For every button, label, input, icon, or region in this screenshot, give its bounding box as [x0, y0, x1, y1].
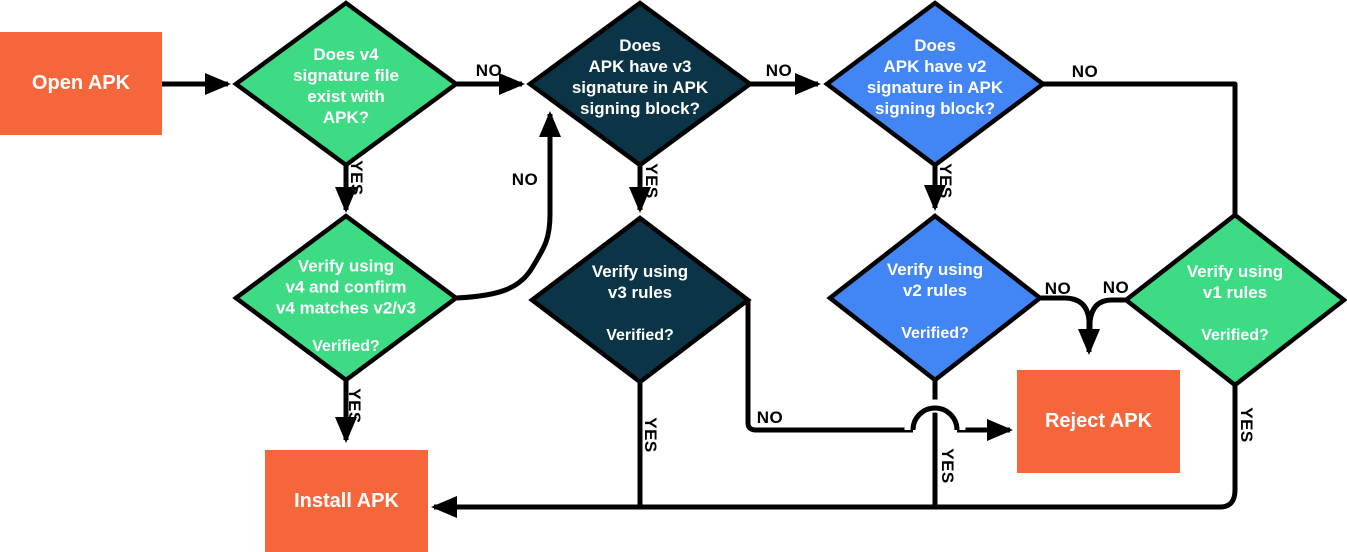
label-yes-v3verify: YES [641, 417, 660, 453]
open-apk-node: Open APK [0, 32, 162, 135]
edge-v3verify-no-a [745, 300, 913, 433]
diamond-v3-verify [528, 215, 752, 385]
edge-bottom-to-install [431, 385, 1238, 518]
label-yes-v4verify: YES [345, 388, 364, 424]
reject-apk-node: Reject APK [1017, 370, 1180, 473]
edge-v1verify-no [1087, 297, 1126, 335]
label-no-v3verify: NO [756, 408, 784, 427]
reject-apk-label: Reject APK [1044, 410, 1153, 432]
label-yes-v4exists: YES [347, 160, 366, 196]
edge-v2verify-no [1040, 295, 1100, 355]
diamond-v2-signature [823, 0, 1047, 168]
label-yes-v2sig: YES [936, 163, 955, 199]
diamond-group [232, 0, 1347, 388]
label-no-v1verify: NO [1102, 278, 1130, 297]
label-no-v2sig: NO [1071, 62, 1099, 81]
diamond-v2-verify [826, 213, 1044, 383]
install-apk-node: Install APK [265, 450, 428, 552]
diamond-v4-verify [232, 213, 460, 383]
open-apk-label: Open APK [31, 72, 131, 94]
label-yes-v1verify: YES [1237, 407, 1256, 443]
diamond-v1-verify [1122, 212, 1347, 388]
label-no-v2verify: NO [1044, 279, 1072, 298]
install-apk-label: Install APK [294, 489, 399, 512]
line-hop [910, 405, 960, 431]
label-no-v3sig: NO [765, 61, 793, 80]
edge-v2sig-no [1043, 81, 1238, 214]
label-yes-v3sig: YES [642, 163, 661, 199]
diamond-v3-signature [526, 0, 754, 168]
label-yes-v2verify: YES [938, 448, 957, 484]
diamond-v4-exists [232, 0, 460, 168]
label-no-v4verify: NO [511, 170, 539, 189]
edge-v4verify-no [455, 111, 561, 301]
label-no-v4exists: NO [475, 61, 503, 80]
